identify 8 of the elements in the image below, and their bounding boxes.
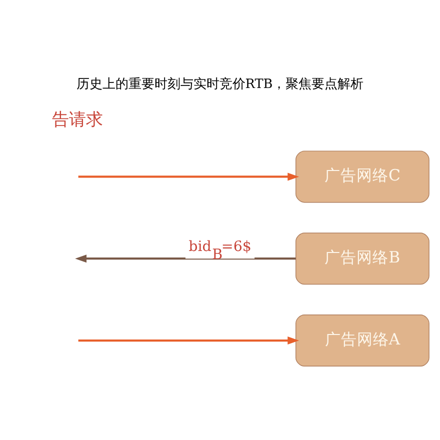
node-box: 广告网络A bbox=[296, 314, 430, 366]
arrow bbox=[75, 254, 296, 262]
arrow bbox=[78, 336, 300, 344]
node-box: 广告网络C bbox=[296, 150, 430, 202]
label: 告请求 bbox=[52, 109, 104, 130]
diagram-title: 历史上的重要时刻与实时竞价RTB，聚焦要点解析 bbox=[76, 76, 364, 92]
node-box: 广告网络B bbox=[296, 232, 430, 284]
arrow bbox=[78, 172, 300, 180]
